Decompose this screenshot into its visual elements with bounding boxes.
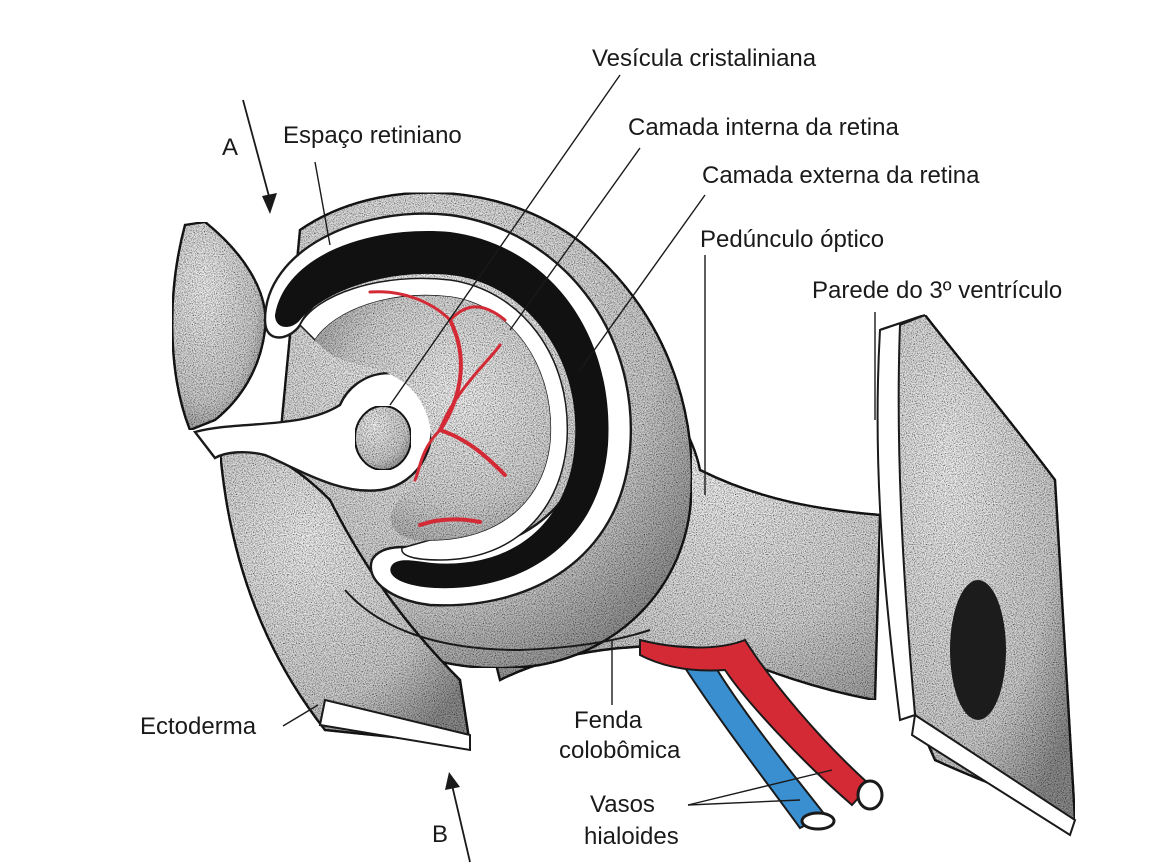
arrow-a [242,99,277,214]
label-vasos-line2: hialoides [584,823,679,850]
label-camada-externa: Camada externa da retina [702,162,980,189]
third-ventricle-wall-bottom-edge [910,713,1077,837]
label-arrow-a: A [222,134,238,161]
label-fenda-line2: colobômica [559,737,681,764]
hyaloid-branches [368,290,507,527]
ventricle-opening [950,580,1006,720]
ectoderm-upper [171,220,267,432]
label-vesicula-cristaliniana: Vesícula cristaliniana [592,45,817,72]
hyaloid-vein-end [800,811,836,831]
ectoderm-lower-cut [318,698,471,752]
label-arrow-b: B [432,821,448,848]
lens-vesicle-cavity [354,405,412,471]
label-camada-interna: Camada interna da retina [628,114,899,141]
label-fenda-line1: Fenda [574,707,643,734]
label-vasos-line1: Vasos [590,791,655,818]
arrow-b [445,772,471,863]
third-ventricle-wall [878,313,1077,823]
leader-lines [282,74,876,806]
label-espaco-retiniano: Espaço retiniano [283,122,462,149]
choroid-fissure [344,589,651,652]
retinal-space [275,231,609,589]
label-pedunculo-optico: Pedúnculo óptico [700,226,884,253]
label-parede-ventriculo: Parede do 3º ventrículo [812,277,1062,304]
hyaloid-artery-end [856,779,884,811]
label-ectoderma: Ectoderma [140,713,257,740]
